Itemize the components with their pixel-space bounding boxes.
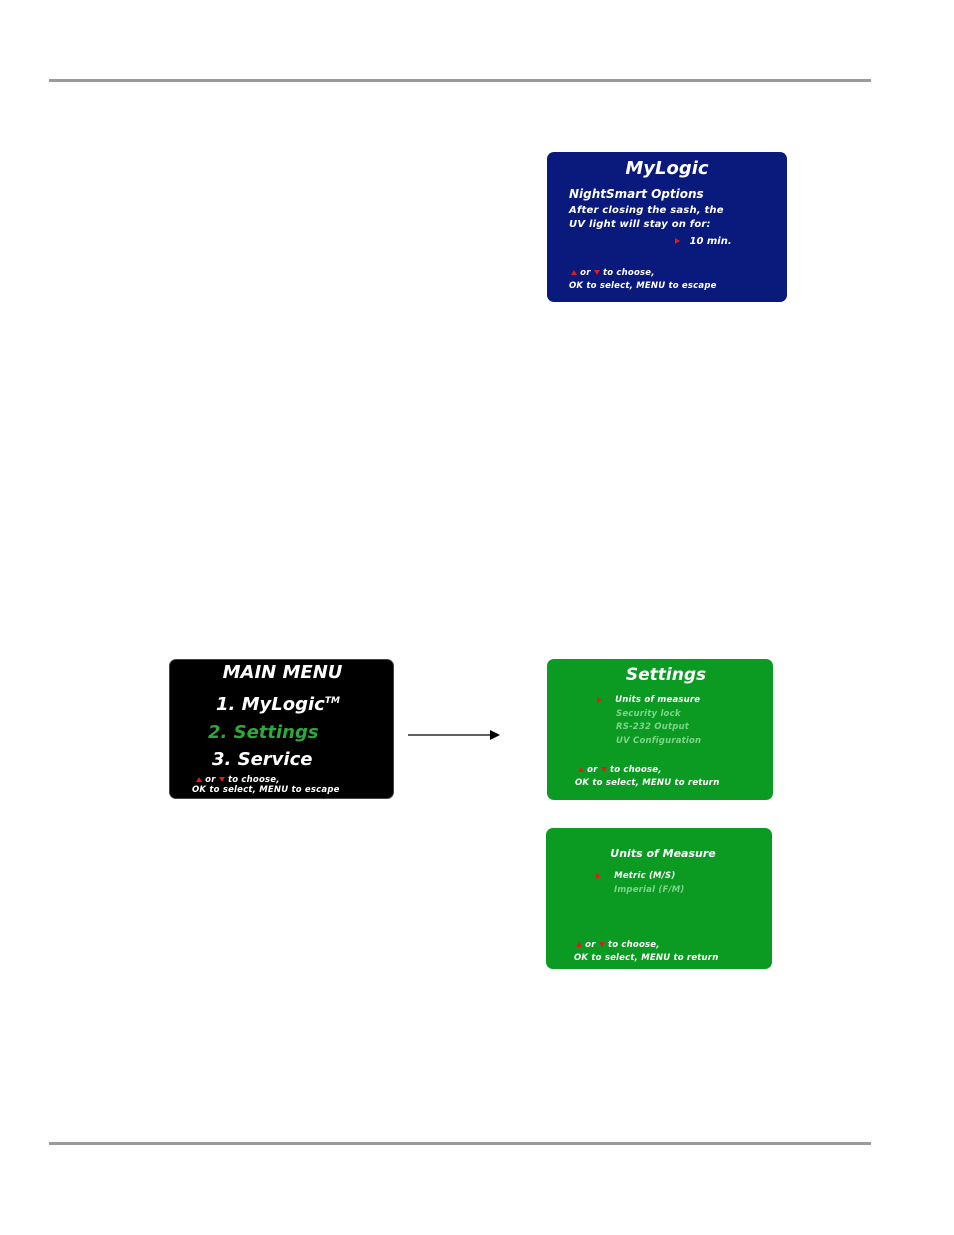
hint-line-1: or to choose, — [576, 940, 660, 950]
main-menu-screen: MAIN MENU 1. MyLogicTM 2. Settings 3. Se… — [169, 659, 394, 799]
hint-or: or — [580, 268, 591, 278]
hint-line-1: or to choose, — [578, 765, 662, 775]
down-arrow-icon — [600, 767, 607, 772]
hint-or: or — [587, 765, 598, 775]
timer-value-text: 10 min. — [689, 236, 732, 247]
hint-line-1: or to choose, — [196, 775, 280, 785]
hint-line-2: OK to select, MENU to escape — [569, 281, 717, 291]
top-rule — [49, 79, 871, 82]
hint-choose: to choose, — [602, 268, 655, 278]
option-label: Units of measure — [615, 695, 701, 705]
units-of-measure-screen: Units of Measure Metric (M/S) Imperial (… — [546, 828, 772, 969]
settings-option-rs232[interactable]: RS-232 Output — [616, 722, 690, 732]
hint-choose: to choose, — [227, 775, 280, 785]
up-arrow-icon — [576, 942, 582, 947]
hint-or: or — [585, 940, 596, 950]
down-arrow-icon — [598, 942, 605, 947]
hint-line-2: OK to select, MENU to escape — [192, 785, 340, 795]
description-line-1: After closing the sash, the — [569, 205, 724, 216]
menu-item-mylogic[interactable]: 1. MyLogicTM — [216, 694, 340, 715]
units-option-imperial[interactable]: Imperial (F/M) — [614, 885, 685, 895]
menu-item-settings[interactable]: 2. Settings — [208, 722, 319, 743]
down-arrow-icon — [593, 270, 600, 275]
hint-or: or — [205, 775, 216, 785]
selector-arrow-icon — [675, 238, 680, 244]
hint-line-2: OK to select, MENU to return — [575, 778, 720, 788]
down-arrow-icon — [218, 777, 225, 782]
settings-option-units[interactable]: Units of measure — [597, 695, 700, 705]
hint-line-1: or to choose, — [571, 268, 655, 278]
mylogic-nightsmart-screen: MyLogic NightSmart Options After closing… — [547, 152, 787, 302]
menu-item-service[interactable]: 3. Service — [212, 749, 313, 770]
flow-arrow-icon — [408, 730, 500, 740]
hint-choose: to choose, — [607, 940, 660, 950]
settings-option-security[interactable]: Security lock — [616, 709, 681, 719]
hint-choose: to choose, — [609, 765, 662, 775]
selector-arrow-icon — [596, 872, 601, 879]
description-line-2: UV light will stay on for: — [569, 219, 711, 230]
main-menu-title: MAIN MENU — [222, 662, 343, 683]
screen-title: MyLogic — [625, 158, 709, 179]
up-arrow-icon — [571, 270, 577, 275]
selector-arrow-icon — [597, 696, 602, 703]
hint-line-2: OK to select, MENU to return — [574, 953, 719, 963]
option-label: Metric (M/S) — [614, 871, 676, 881]
units-title: Units of Measure — [610, 847, 716, 860]
menu-item-mylogic-label: 1. MyLogic — [216, 694, 325, 715]
up-arrow-icon — [196, 777, 202, 782]
settings-screen: Settings Units of measure Security lock … — [547, 659, 773, 800]
settings-option-uv[interactable]: UV Configuration — [616, 736, 702, 746]
units-option-metric[interactable]: Metric (M/S) — [596, 871, 675, 881]
timer-value: 10 min. — [675, 236, 732, 247]
bottom-rule — [49, 1142, 871, 1145]
screen-heading: NightSmart Options — [569, 187, 704, 201]
trademark-mark: TM — [324, 696, 340, 706]
settings-title: Settings — [625, 665, 707, 685]
up-arrow-icon — [578, 767, 584, 772]
